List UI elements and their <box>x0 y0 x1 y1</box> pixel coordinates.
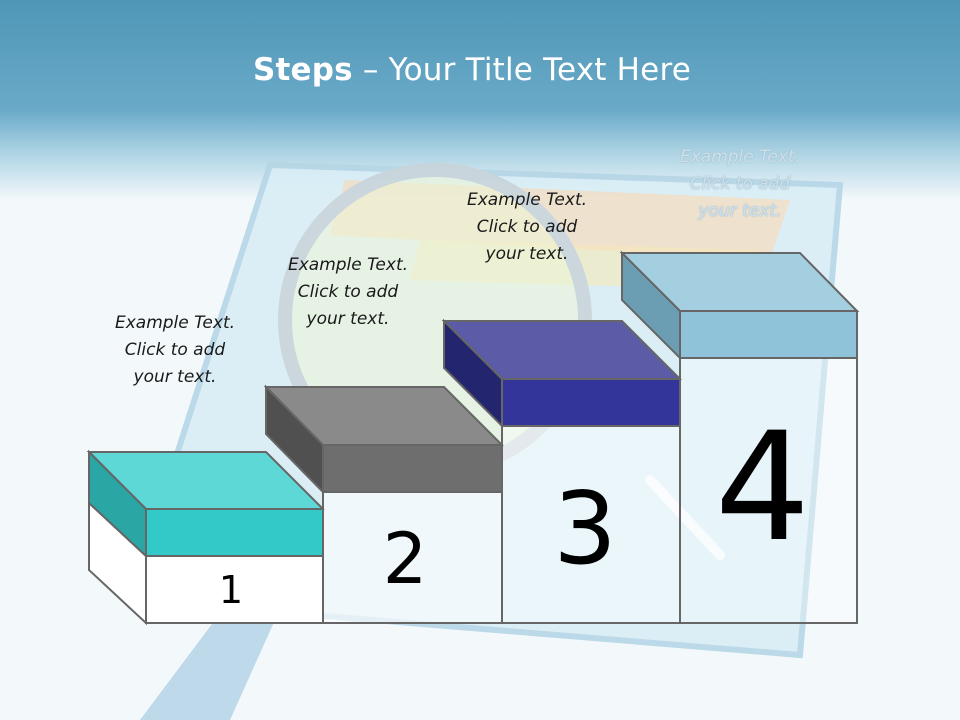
step-1-text-line-2: Click to add <box>124 340 226 360</box>
step-4-block-front <box>679 310 858 359</box>
step-2[interactable] <box>263 384 505 624</box>
step-2-block-front <box>322 444 503 493</box>
step-3-number: 3 <box>553 470 617 587</box>
step-2-text[interactable]: Example Text. Click to add your text. <box>258 252 438 333</box>
step-3-text-line-2: Click to add <box>476 217 578 237</box>
slide-title[interactable]: Steps – Your Title Text Here <box>0 52 944 88</box>
header-band <box>0 0 960 200</box>
step-2-text-line-1: Example Text. <box>287 255 409 275</box>
step-1-number: 1 <box>218 568 244 612</box>
step-4-text-line-3: your text. <box>698 201 782 221</box>
step-4-text-line-2: Click to add <box>689 174 791 194</box>
step-3[interactable] <box>441 318 683 624</box>
step-2-text-line-3: your text. <box>306 309 390 329</box>
step-1-block-front <box>145 508 324 557</box>
step-4-text-line-1: Example Text. <box>679 147 801 167</box>
step-4-text[interactable]: Example Text. Click to add your text. <box>650 144 830 225</box>
step-1[interactable] <box>86 449 326 626</box>
step-3-text[interactable]: Example Text. Click to add your text. <box>437 187 617 268</box>
step-3-block-front <box>501 378 681 427</box>
step-2-number: 2 <box>382 518 428 600</box>
step-1-text-line-3: your text. <box>133 367 217 387</box>
step-3-text-line-1: Example Text. <box>466 190 588 210</box>
step-1-text[interactable]: Example Text. Click to add your text. <box>85 310 265 391</box>
step-2-text-line-2: Click to add <box>297 282 399 302</box>
step-3-text-line-3: your text. <box>485 244 569 264</box>
step-1-text-line-1: Example Text. <box>114 313 236 333</box>
title-rest: – Your Title Text Here <box>352 52 691 88</box>
title-bold: Steps <box>252 52 353 88</box>
step-4[interactable] <box>619 250 860 624</box>
step-4-number: 4 <box>714 401 811 575</box>
